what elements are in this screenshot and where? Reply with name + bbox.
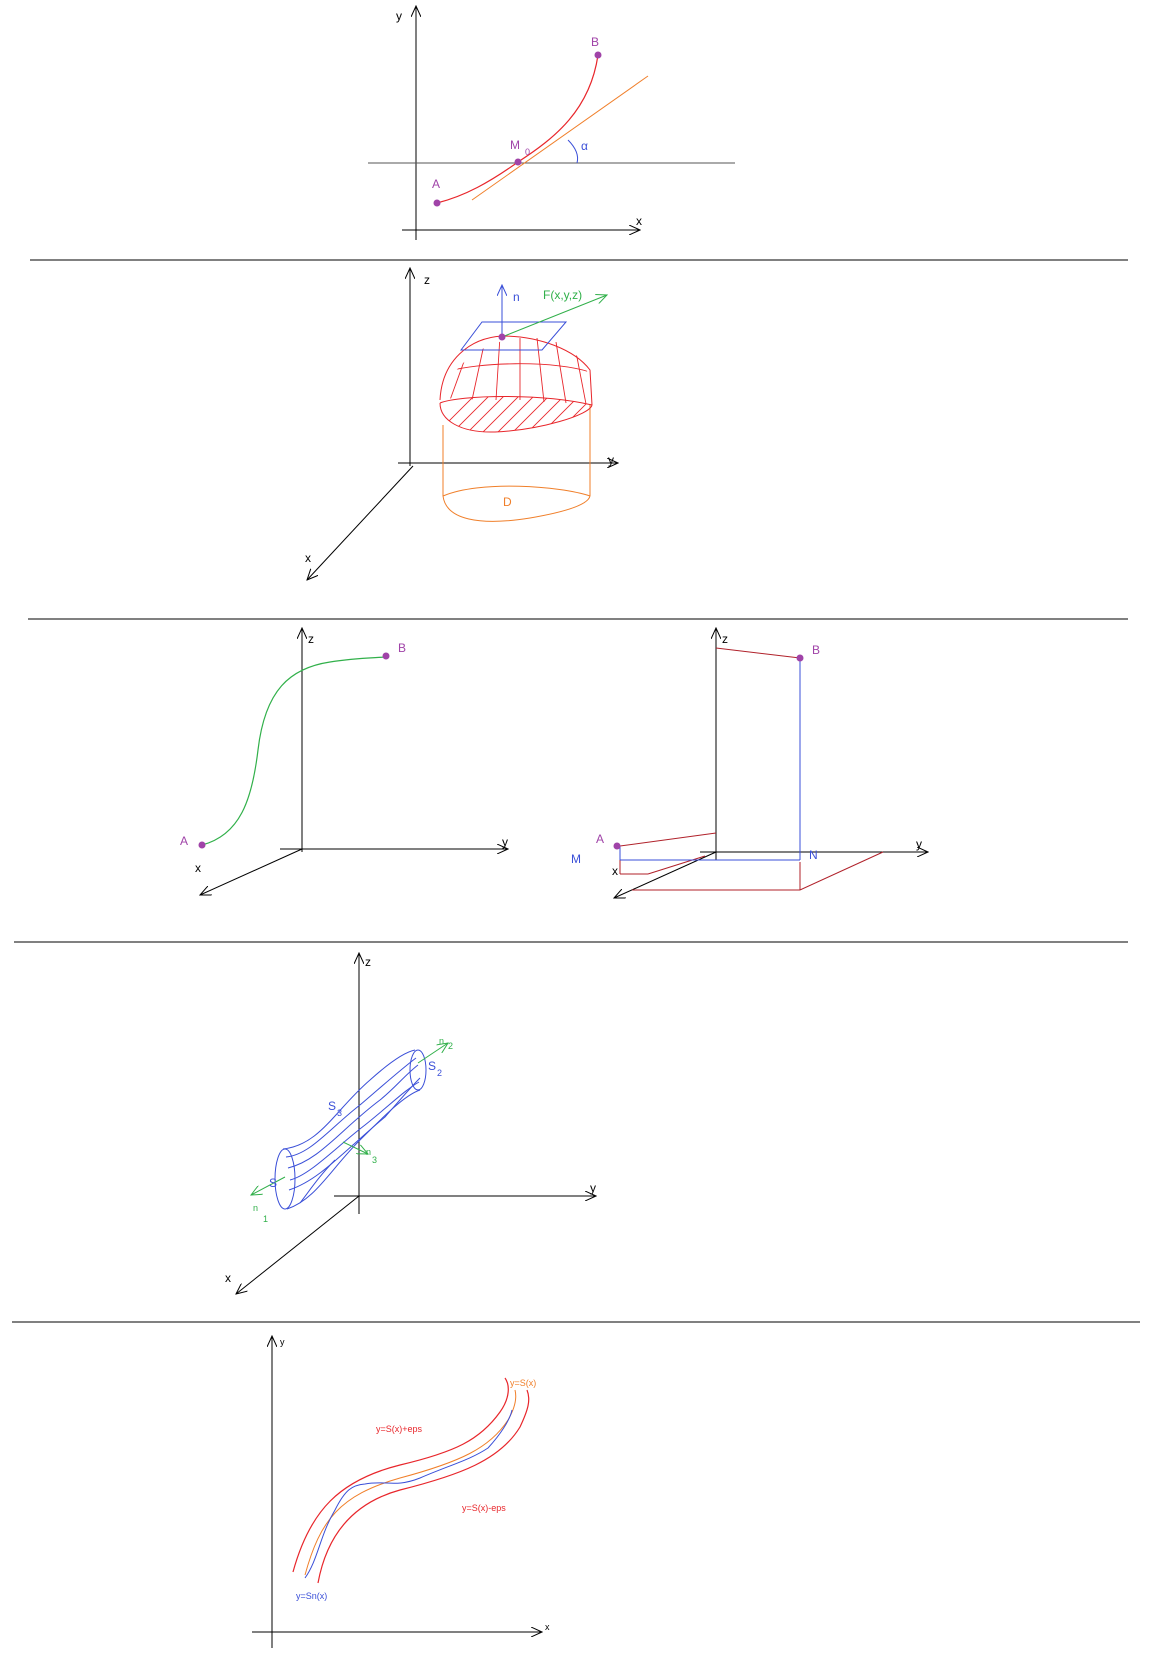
point-A [198, 841, 206, 849]
point-M-subscript: 0 [525, 147, 530, 157]
panel-tube-surface: z y x S S 2 S 3 n 1 n 2 n 3 [225, 953, 596, 1294]
point-A-label: A [180, 834, 188, 848]
point-B-label: B [398, 641, 406, 655]
point-M-label: M [510, 138, 520, 152]
x-axis-label: x [636, 214, 642, 228]
point-A-label: A [596, 832, 604, 846]
x-axis [236, 1195, 360, 1294]
panel-path-curve: z y x A B [180, 628, 508, 895]
point-A [613, 842, 621, 850]
y-axis-label: y [590, 1181, 596, 1195]
z-axis-label: z [365, 955, 371, 969]
curve-lower-eps [317, 1389, 530, 1584]
surface-point [498, 333, 506, 341]
x-axis [614, 851, 717, 898]
tangent-plane [460, 321, 568, 351]
surface-s1-label: S [269, 1176, 277, 1190]
point-B [796, 654, 804, 662]
normal-n2-subscript: 2 [448, 1041, 453, 1051]
normal-n2-label: n [439, 1036, 444, 1046]
curve-AB-space [201, 656, 387, 846]
y-axis-label: y [608, 453, 614, 467]
z-axis-label: z [722, 632, 728, 646]
panel-surface-flux: z y x D [305, 268, 618, 580]
x-axis-label: x [225, 1271, 231, 1285]
x-axis-label: x [305, 551, 311, 565]
normal-n3-subscript: 3 [372, 1155, 377, 1165]
angle-arc [567, 139, 579, 164]
y-axis-label: y [502, 835, 508, 849]
curve-AB [436, 54, 599, 204]
x-axis [200, 848, 303, 895]
surface-s2-label: S [428, 1059, 436, 1073]
y-axis-label: y [396, 9, 402, 23]
point-B [594, 51, 602, 59]
field-vector [501, 295, 607, 338]
curve-S [304, 1389, 517, 1576]
point-A-label: A [432, 177, 440, 191]
z-axis-label: z [424, 273, 430, 287]
x-axis-label: x [545, 1622, 550, 1632]
normal-n2 [417, 1043, 448, 1064]
surface-cap [439, 335, 593, 433]
projection-region: D [442, 404, 591, 522]
region-D-label: D [503, 495, 512, 509]
curve-upper-label: y=S(x)+eps [376, 1424, 423, 1434]
curve-Sn [304, 1409, 513, 1579]
y-axis-label: y [916, 837, 922, 851]
normal-n3 [342, 1141, 368, 1154]
surface-s2-subscript: 2 [437, 1068, 442, 1078]
curve-upper-eps [292, 1377, 509, 1573]
point-M0 [514, 158, 522, 166]
normal-n1-subscript: 1 [263, 1214, 268, 1224]
y-axis-label: y [280, 1337, 285, 1347]
curve-S-label: y=S(x) [510, 1378, 536, 1388]
panel-broken-path: z y x A B M N [571, 628, 928, 898]
point-B [382, 652, 390, 660]
z-axis-label: z [308, 632, 314, 646]
surface-s3-subscript: 3 [337, 1108, 342, 1118]
x-axis-label: x [195, 861, 201, 875]
curve-lower-label: y=S(x)-eps [462, 1503, 506, 1513]
panel-uniform-convergence: y x y=S(x) y=S(x)+eps y=S(x)-eps y=Sn(x) [252, 1336, 550, 1648]
normal-n3-label: n [366, 1147, 371, 1157]
point-M-label: M [571, 852, 581, 866]
section-dividers [12, 259, 1140, 1323]
tube-surface [274, 1049, 427, 1210]
normal-label: n [513, 290, 520, 304]
projection-parallelogram [619, 647, 884, 891]
normal-n1-label: n [253, 1203, 258, 1213]
point-N-label: N [809, 848, 818, 862]
point-A [433, 199, 441, 207]
x-axis [307, 465, 414, 580]
tangent-line [471, 75, 649, 201]
curve-Sn-label: y=Sn(x) [296, 1591, 327, 1601]
point-B-label: B [591, 35, 599, 49]
surface-s3-label: S [328, 1099, 336, 1113]
angle-label: α [581, 139, 588, 153]
panel-tangent-line: y x A M 0 B α [368, 6, 735, 240]
field-label: F(x,y,z) [543, 288, 582, 302]
point-B-label: B [812, 643, 820, 657]
normal-n1 [251, 1176, 286, 1195]
x-axis-label: x [612, 864, 618, 878]
